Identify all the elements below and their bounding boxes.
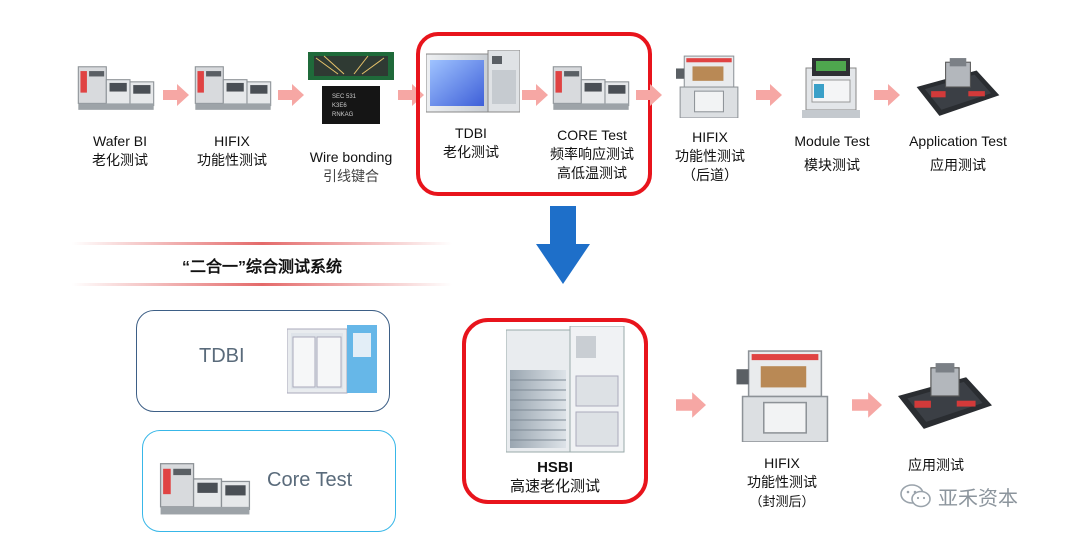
hifix-tester-icon	[736, 350, 829, 442]
title-bar-top	[72, 242, 452, 245]
system-title: “二合一”综合测试系统	[181, 259, 342, 276]
svg-text:RNKAG: RNKAG	[332, 112, 354, 118]
top-step-1-en: Wafer BI	[93, 133, 147, 149]
core-test-panel-label: Core Test	[267, 469, 353, 491]
flow-arrow-icon	[278, 84, 304, 106]
svg-text:SEC 531: SEC 531	[332, 94, 357, 100]
highlight-frame-top	[416, 32, 652, 196]
top-step-5-cn: 频率响应测试	[550, 146, 634, 162]
bottom-step-1-en: HSBI	[537, 459, 573, 476]
flow-arrow-icon	[636, 84, 662, 106]
motherboard-icon	[898, 362, 992, 430]
top-step-6-cn: 功能性测试	[675, 148, 745, 164]
bottom-step-2-label: HIFIX 功能性测试 （封测后）	[722, 454, 842, 511]
top-step-6-label: HIFIX 功能性测试 （后道）	[660, 128, 760, 185]
top-step-6-en: HIFIX	[692, 129, 728, 145]
hsbi-system-icon	[506, 326, 625, 453]
watermark: 亚禾资本	[900, 482, 1018, 510]
bottom-step-3-cn: 应用测试	[908, 457, 964, 473]
top-step-7-cn: 模块测试	[804, 157, 860, 173]
flow-arrow-icon	[874, 84, 900, 106]
top-step-2-en: HIFIX	[214, 133, 250, 149]
top-step-7-en: Module Test	[794, 133, 870, 149]
flow-arrow-icon	[756, 84, 782, 106]
top-step-8-label: Application Test 应用测试	[896, 132, 1020, 175]
top-step-4-cn: 老化测试	[443, 144, 499, 160]
hifix-tester-icon	[676, 55, 739, 118]
top-step-7-label: Module Test 模块测试	[776, 132, 888, 175]
bottom-step-1-label: HSBI 高速老化测试	[480, 458, 630, 496]
top-step-8-en: Application Test	[909, 133, 1007, 149]
tdbi-panel: TDBI	[136, 310, 390, 412]
module-tester-icon	[802, 58, 860, 118]
flow-arrow-icon	[522, 84, 548, 106]
tdbi-chamber-icon	[287, 325, 377, 394]
bottom-step-1-cn: 高速老化测试	[509, 478, 600, 495]
wafer-bi-tester-icon	[77, 66, 155, 111]
hifix-tester-icon	[194, 66, 272, 111]
watermark-text: 亚禾资本	[938, 485, 1018, 510]
down-arrow-icon	[536, 206, 590, 284]
highlight-frame-hsbi	[462, 318, 648, 504]
bottom-step-3-label: 应用测试	[886, 456, 986, 475]
core-test-machine-icon	[552, 66, 630, 111]
title-bar-bottom	[72, 283, 452, 286]
flow-arrow-icon	[163, 84, 189, 106]
top-step-1-label: Wafer BI 老化测试	[70, 132, 170, 170]
bottom-step-2-en: HIFIX	[764, 455, 800, 471]
top-step-3-en: Wire bonding	[309, 149, 393, 165]
top-step-4-label: TDBI 老化测试	[426, 124, 516, 162]
svg-text:K3E6: K3E6	[332, 103, 347, 109]
top-step-2-label: HIFIX 功能性测试	[180, 132, 284, 170]
top-step-6-cn-2: （后道）	[682, 167, 738, 183]
top-step-2-cn: 功能性测试	[197, 152, 267, 168]
top-step-8-cn: 应用测试	[930, 157, 986, 173]
wire-bonding-chip-icon: SEC 531 K3E6 RNKAG	[308, 52, 394, 124]
top-step-5-en: CORE Test	[557, 127, 627, 143]
bottom-step-2-cn: 功能性测试	[747, 474, 817, 490]
top-step-5-label: CORE Test 频率响应测试 高低温测试	[538, 126, 646, 183]
tdbi-panel-label: TDBI	[199, 345, 245, 367]
wechat-icon	[900, 484, 931, 508]
top-step-5-cn-2: 高低温测试	[557, 165, 627, 181]
bottom-step-2-cn-2: （封测后）	[749, 494, 815, 509]
top-step-4-en: TDBI	[455, 125, 487, 141]
motherboard-icon	[916, 57, 1000, 117]
core-test-panel: Core Test	[142, 430, 396, 532]
flow-arrow-icon	[852, 392, 882, 418]
top-step-1-cn: 老化测试	[92, 152, 148, 168]
core-test-machine-icon	[159, 463, 251, 516]
tdbi-chamber-icon	[426, 50, 520, 113]
top-step-3-cn: 引线键合	[323, 168, 379, 184]
top-step-3-label: Wire bonding 引线键合	[296, 148, 406, 186]
flow-arrow-icon	[676, 392, 706, 418]
